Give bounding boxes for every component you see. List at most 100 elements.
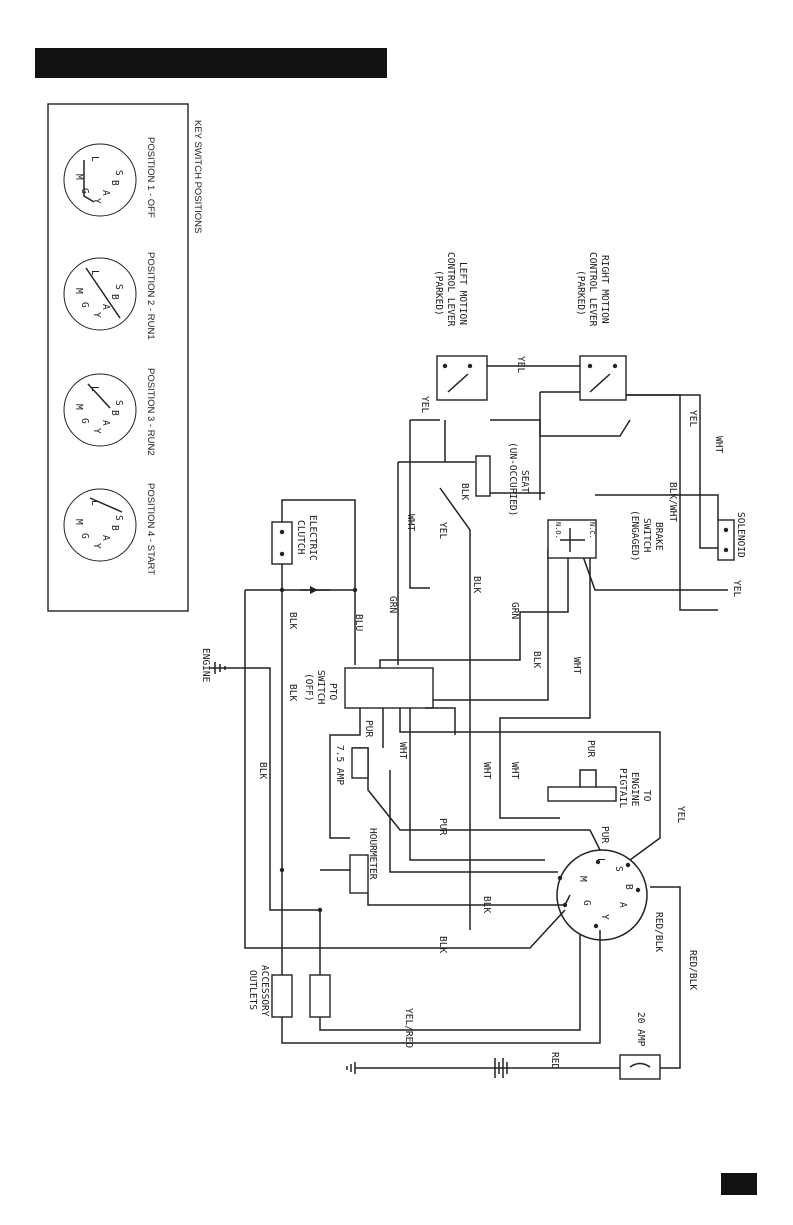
header-bar [35,48,387,78]
pigtail-line1: TO [641,790,652,802]
key-position-3: POSITION 3 - RUN2 [63,368,156,456]
kp1-y: Y [91,198,102,204]
wire-labels: YEL YEL YEL YEL YEL YEL WHT WHT WHT WHT … [257,356,742,1069]
seat-line1: SEAT [519,470,530,493]
key-switch-main [556,849,648,941]
kp1-g: G [79,188,90,194]
wire-blk-3: BLK [531,651,542,668]
ks-g: G [581,900,592,906]
solenoid-label: SOLENOID [735,512,746,558]
pto-line3: (OFF) [303,673,314,702]
clutch-line1: ELECTRIC [307,515,318,561]
position-1-label: POSITION 1 - OFF [145,137,156,218]
ks-m: M [577,876,588,882]
kp4-a: A [100,535,111,541]
wire-wht-5: WHT [481,762,492,779]
wire-blk-8: BLK [437,936,448,953]
pto-switch-box [344,667,434,709]
clutch-line2: CLUTCH [295,520,306,555]
left-lever-line2: CONTROL LEVER [445,252,456,327]
wire-wht-6: WHT [509,762,520,779]
key-position-1: POSITION 1 - OFF [63,137,156,218]
ks-l: L [595,858,606,864]
wires [210,355,735,1080]
engine-label: ENGINE [200,648,211,683]
brake-line2: SWITCH [641,518,652,553]
right-lever-line2: CONTROL LEVER [587,252,598,327]
wire-wht-1: WHT [713,436,724,453]
kp4-g: G [79,533,90,539]
ks-y: Y [599,914,610,920]
kp4-y: Y [91,543,102,549]
wire-wht-4: WHT [397,742,408,759]
wire-grn-1: GRN [387,596,398,613]
kp2-a: A [100,304,111,310]
hourmeter-box [349,854,369,894]
wire-yel-1: YEL [515,356,526,373]
pigtail-box [547,786,617,802]
wire-pur-1: PUR [363,720,374,737]
wire-redblk-1: RED/BLK [653,912,664,952]
wire-blk-7: BLK [481,896,492,913]
wire-wht-3: WHT [571,657,582,674]
fuse75-label: 7.5 AMP [334,745,345,785]
wire-blk-2: BLK [471,576,482,593]
kp2-s: S [113,284,124,290]
kp3-l: L [89,386,100,392]
wire-blu: BLU [353,614,364,631]
left-lever-line3: (PARKED) [433,270,444,316]
pigtail-line3: PIGTAIL [617,768,628,808]
fuse20-label: 20 AMP [635,1012,646,1047]
wire-blk-6: BLK [257,762,268,779]
key-position-4: POSITION 4 - START [63,483,156,575]
kp4-m: M [73,519,84,525]
solenoid-box [717,519,735,561]
right-lever-line1: RIGHT MOTION [599,255,610,324]
pto-line2: SWITCH [315,670,326,705]
position-2-label: POSITION 2 - RUN1 [145,252,156,340]
kp3-m: M [73,404,84,410]
brake-no: N.O. [554,522,562,539]
outlets-line1: ACCESSORY [259,965,270,1017]
wire-blk-5: BLK [287,684,298,701]
kp2-b: B [109,294,120,300]
wire-pur-3: PUR [437,818,448,835]
electric-clutch-box [271,521,293,565]
position-4-label: POSITION 4 - START [145,483,156,575]
wire-yel-3: YEL [687,410,698,427]
wire-blk-1: BLK [459,483,470,500]
left-lever-line1: LEFT MOTION [457,262,468,325]
junction-dots [279,363,729,929]
wire-wht-2: WHT [405,514,416,531]
ks-a: A [617,902,628,908]
left-lever-box [436,355,488,401]
hourmeter-label: HOURMETER [367,828,378,880]
right-lever-line3: (PARKED) [575,270,586,316]
outlet-right-box [309,974,331,1018]
kp2-m: M [73,288,84,294]
brake-line1: BRAKE [653,522,664,551]
kp1-a: A [100,190,111,196]
kp3-b: B [109,410,120,416]
ks-s: S [613,866,624,872]
brake-switch-box [547,519,597,559]
position-3-label: POSITION 3 - RUN2 [145,368,156,456]
wire-grn-2: GRN [509,602,520,619]
pto-line1: PTO [327,683,338,700]
ks-b: B [623,884,634,890]
key-position-2: POSITION 2 - RUN1 [63,252,156,340]
brake-nc: N.C. [588,522,596,539]
kp1-s: S [113,170,124,176]
wire-red: RED [549,1052,560,1069]
kp4-l: L [89,500,100,506]
wire-yel-2: YEL [419,396,430,413]
seat-switch-box [475,455,491,497]
right-lever-box [579,355,627,401]
kp4-b: B [109,525,120,531]
wire-pur-4: PUR [599,826,610,843]
kp1-m: M [73,174,84,180]
kp2-g: G [79,302,90,308]
wire-yel-4: YEL [437,522,448,539]
wire-blk-4: BLK [287,612,298,629]
